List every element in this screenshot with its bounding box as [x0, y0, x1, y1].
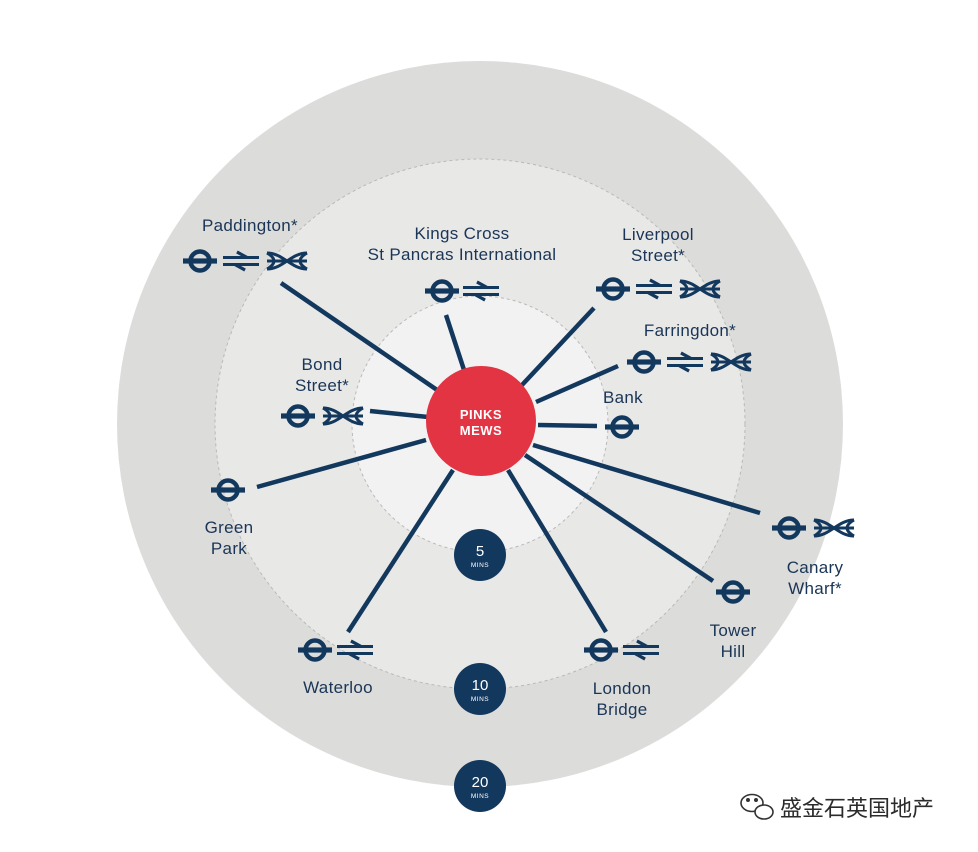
station-label: Farringdon*: [644, 321, 736, 340]
station-tower-hill: Tower Hill: [710, 583, 757, 661]
station-label-line2: Hill: [721, 642, 746, 661]
center-label-line2: MEWS: [460, 423, 502, 438]
station-label: Bank: [603, 388, 643, 407]
badge-10-unit: MINS: [471, 696, 489, 703]
badge-5-number: 5: [476, 543, 484, 560]
station-canary-wharf: Canary Wharf*: [772, 519, 856, 598]
route-line-kings-cross: [443, 314, 468, 374]
station-label-line1: Tower: [710, 621, 757, 640]
time-badge-10: 10 MINS: [454, 663, 506, 715]
route-line-london-bridge: [506, 468, 608, 634]
route-line-liverpool-street: [520, 306, 596, 387]
station-label-line1: Liverpool: [622, 225, 694, 244]
station-liverpool-street: Liverpool Street*: [596, 225, 722, 299]
pinks-mews-marker: PINKS MEWS: [426, 366, 536, 476]
route-line-canary-wharf: [532, 442, 761, 516]
station-bank: Bank: [603, 388, 643, 437]
station-label-line2: Park: [211, 539, 247, 558]
route-line-bond-street: [369, 408, 429, 420]
route-line-bank: [537, 422, 598, 429]
time-badge-20: 20 MINS: [454, 760, 506, 812]
time-badge-5: 5 MINS: [454, 529, 506, 581]
station-label-line2: Wharf*: [788, 579, 842, 598]
badge-10-number: 10: [472, 677, 489, 694]
station-label: Paddington*: [202, 216, 298, 235]
station-kings-cross: Kings Cross St Pancras International: [368, 224, 557, 301]
station-label-line1: Bond: [302, 355, 343, 374]
station-bond-street: Bond Street*: [281, 355, 365, 426]
badge-20-number: 20: [472, 774, 489, 791]
badge-5-unit: MINS: [471, 562, 489, 569]
station-london-bridge: London Bridge: [584, 641, 661, 719]
station-label-line2: St Pancras International: [368, 245, 557, 264]
badge-20-unit: MINS: [471, 793, 489, 800]
station-label-line1: Kings Cross: [415, 224, 510, 243]
route-line-paddington: [279, 281, 442, 394]
station-label-line2: Bridge: [597, 700, 648, 719]
route-line-green-park: [256, 437, 427, 490]
watermark: 盛金石英国地产: [740, 793, 934, 822]
wechat-icon: [740, 793, 774, 820]
station-label-line2: Street*: [295, 376, 349, 395]
route-line-farringdon: [535, 363, 619, 405]
center-label-line1: PINKS: [460, 407, 502, 422]
station-waterloo: Waterloo: [298, 641, 375, 697]
station-label-line2: Street*: [631, 246, 685, 265]
watermark-text: 盛金石英国地产: [780, 797, 934, 822]
station-label-line1: Canary: [787, 558, 844, 577]
route-line-waterloo: [346, 468, 455, 634]
route-line-tower-hill: [523, 453, 715, 583]
station-green-park: Green Park: [205, 481, 254, 558]
route-lines: [256, 281, 761, 634]
station-paddington: Paddington*: [183, 216, 309, 271]
station-label: Waterloo: [303, 678, 373, 697]
station-farringdon: Farringdon*: [627, 321, 753, 372]
station-label-line1: Green: [205, 518, 254, 537]
station-label-line1: London: [593, 679, 652, 698]
